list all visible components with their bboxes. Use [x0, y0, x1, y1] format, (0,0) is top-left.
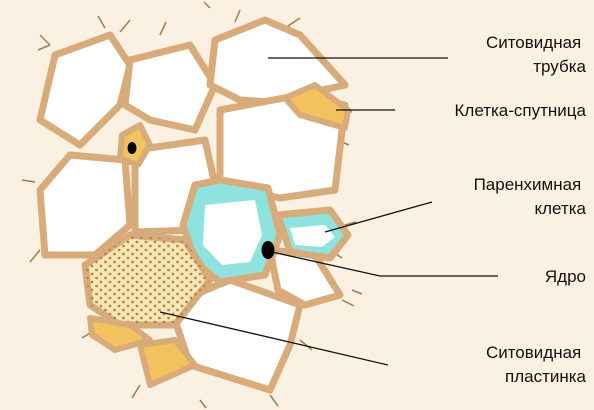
label-companion-cell: Клетка-спутница	[455, 101, 587, 120]
nucleus-icon	[262, 241, 275, 259]
cell	[40, 35, 130, 145]
label-sieve-tube: Ситовидная трубка	[486, 33, 587, 76]
label-nucleus: Ядро	[545, 267, 586, 286]
label-parenchyma-cell: Паренхимная клетка	[474, 175, 587, 218]
cell	[125, 45, 215, 130]
label-sieve-plate: Ситовидная пластинка	[486, 343, 587, 386]
nucleus-icon	[128, 142, 137, 154]
